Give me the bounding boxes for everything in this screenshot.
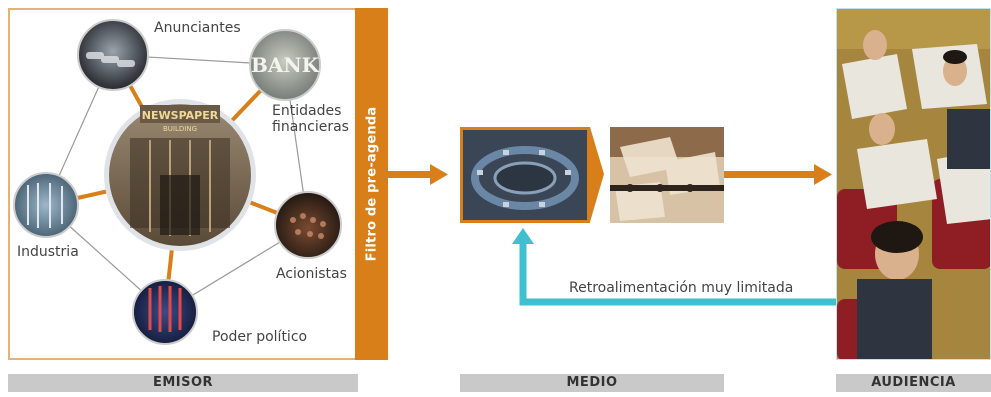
medio-chevron [590, 127, 604, 222]
section-emisor: EMISOR [8, 374, 358, 392]
arrow-emisor-medio [388, 164, 448, 185]
node-entidades: BANK [249, 29, 321, 101]
printing-press-image [610, 127, 724, 223]
label-anunciantes: Anunciantes [154, 20, 241, 36]
node-newspaper-building: NEWSPAPER BUILDING [104, 99, 256, 251]
node-anunciantes [77, 19, 149, 91]
label-industria: Industria [17, 244, 79, 260]
node-industria [13, 172, 79, 238]
node-acionistas [274, 191, 342, 259]
label-acionistas: Acionistas [276, 266, 347, 282]
bank-sign: BANK [251, 53, 320, 77]
section-medio: MEDIO [460, 374, 724, 392]
emisor-network: BANK NEWSPAPER BUILDING [13, 19, 342, 345]
arrow-medio-audiencia [724, 164, 832, 185]
feedback-label: Retroalimentación muy limitada [569, 280, 794, 296]
pre-agenda-filter: Filtro de pre-agenda [355, 8, 388, 360]
building-sign: BUILDING [163, 125, 197, 133]
label-poder: Poder político [212, 329, 308, 345]
label-entidades: Entidades financieras [272, 103, 349, 135]
feedback-arrow [512, 228, 838, 306]
flow-diagram [388, 127, 838, 306]
section-audiencia: AUDIENCIA [836, 374, 991, 392]
printing-press-picture [610, 127, 724, 223]
newsroom-picture [463, 130, 587, 220]
newspaper-sign: NEWSPAPER [142, 109, 219, 122]
audience-picture [837, 9, 990, 359]
node-poder [132, 279, 198, 345]
newsroom-image [460, 127, 590, 223]
audience-image [836, 8, 991, 360]
